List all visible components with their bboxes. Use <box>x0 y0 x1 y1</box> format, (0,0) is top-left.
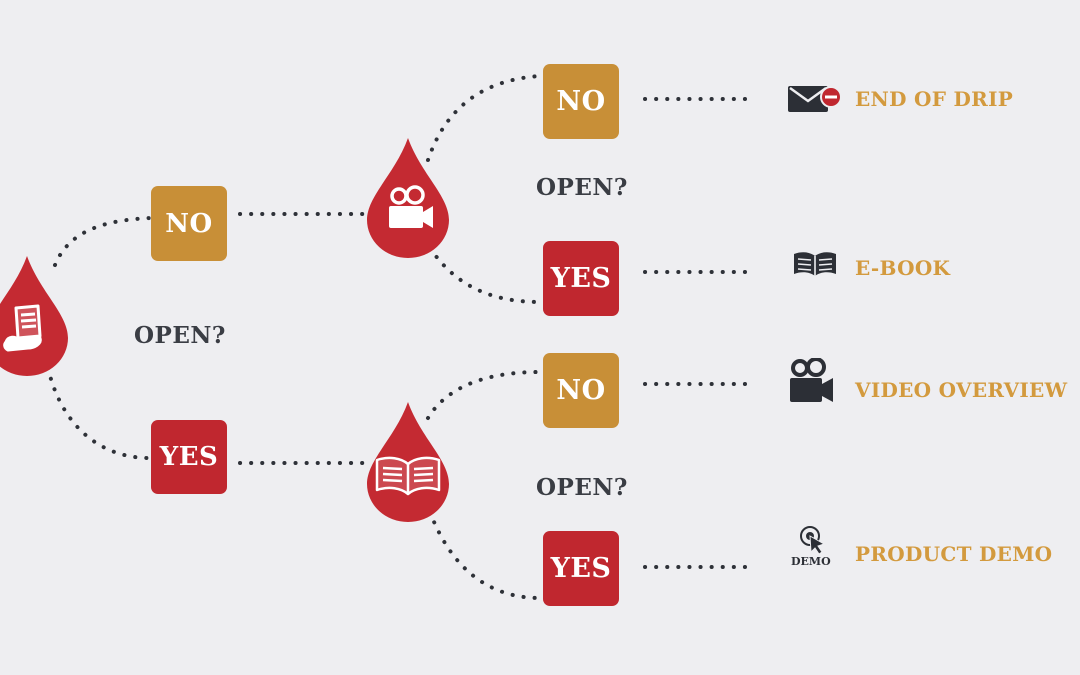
connector-lower-to-yes <box>428 510 542 600</box>
book-icon <box>794 252 836 276</box>
connector-root-no <box>53 216 152 267</box>
open-book-icon <box>375 456 441 496</box>
connector-lower-to-no <box>426 370 542 420</box>
outcome-product-demo: PRODUCT DEMO <box>855 542 1053 566</box>
scroll-icon <box>3 304 42 352</box>
lower-no-box: NO <box>543 353 619 428</box>
root-drop <box>0 256 68 376</box>
video-camera-icon <box>389 185 433 228</box>
connector-root-yes <box>46 366 152 460</box>
email-remove-icon <box>788 86 842 112</box>
lower-drop <box>367 402 449 522</box>
upper-yes-box: YES <box>543 241 619 316</box>
upper-no-box: NO <box>543 64 619 139</box>
demo-icon-label: DEMO <box>791 555 831 568</box>
outcome-ebook: E-BOOK <box>855 256 951 280</box>
connector-upper-to-yes <box>428 246 542 304</box>
lower-yes-box: YES <box>543 531 619 606</box>
outcome-end-of-drip: END OF DRIP <box>855 87 1014 111</box>
level1-no-box: NO <box>151 186 227 261</box>
question-upper: OPEN? <box>536 174 628 201</box>
upper-drop <box>367 138 449 258</box>
demo-click-icon: DEMO <box>791 526 831 568</box>
level1-yes-box: YES <box>151 420 227 494</box>
video-camera-icon <box>790 358 833 402</box>
question-root: OPEN? <box>134 322 226 349</box>
question-lower: OPEN? <box>536 474 628 501</box>
outcome-video-overview: VIDEO OVERVIEW <box>855 378 1068 402</box>
